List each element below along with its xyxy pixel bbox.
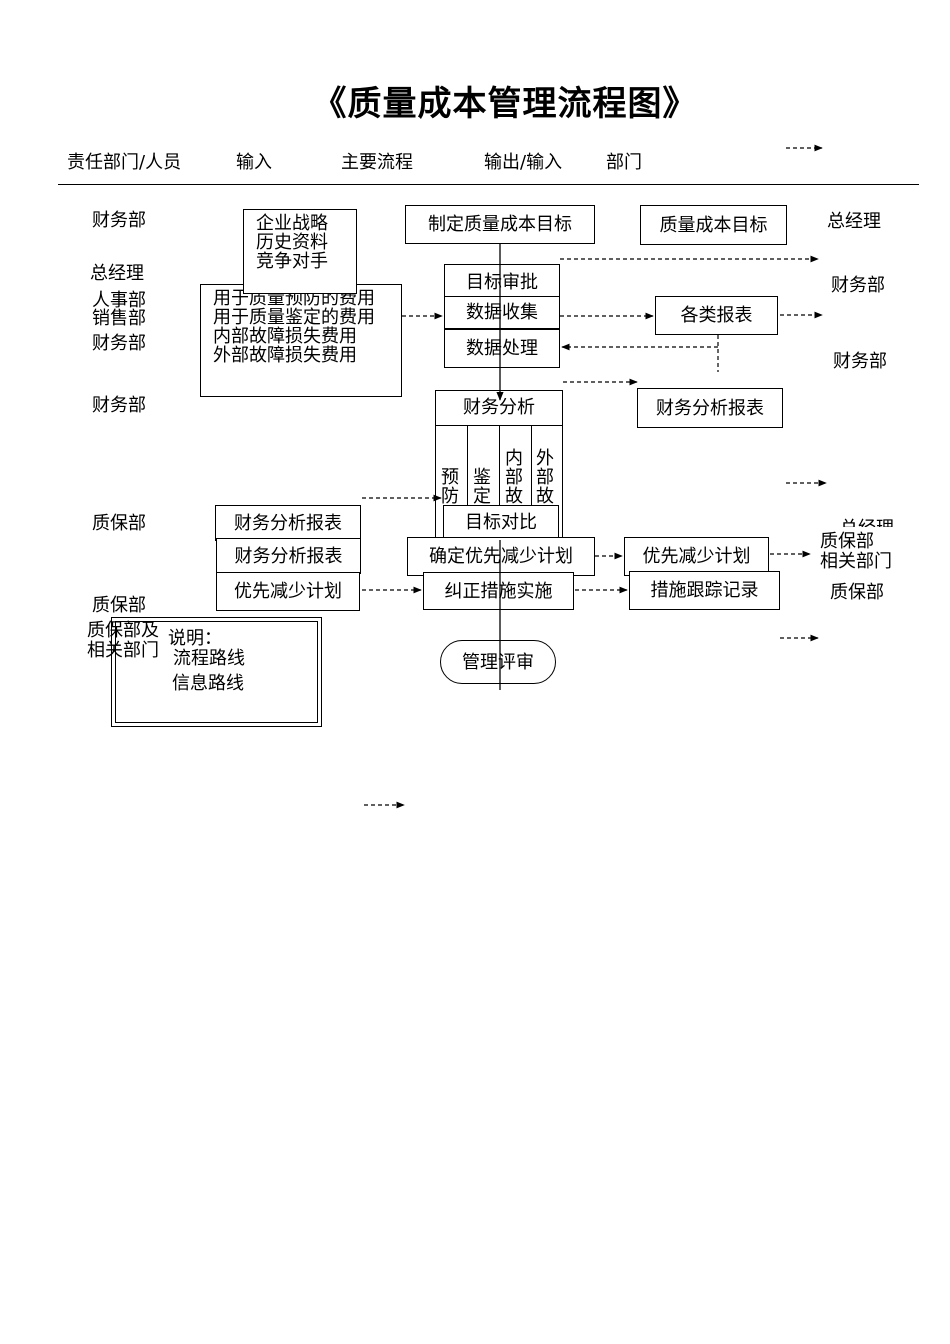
- header-flow: 主要流程: [341, 152, 413, 173]
- dept-finance-3: 财务部: [92, 395, 146, 416]
- right-dept-finance-1: 财务部: [831, 275, 885, 296]
- legend-box: [111, 617, 322, 727]
- col-external-failure: 外 部 故: [536, 448, 554, 507]
- dept-sales: 销售部: [92, 308, 146, 329]
- col-internal-failure: 内 部 故: [505, 448, 523, 507]
- strategy-inputs-box: 企业战略 历史资料 竞争对手: [243, 209, 357, 294]
- right-dept-gm: 总经理: [827, 211, 881, 232]
- step-correct: 纠正措施实施: [423, 572, 574, 610]
- dept-qa-related: 质保部及 相关部门: [87, 620, 159, 661]
- dept-finance-2: 财务部: [92, 333, 146, 354]
- right-dept-qa: 质保部: [830, 582, 884, 600]
- output-fin-report: 财务分析报表: [637, 388, 783, 428]
- header-divider: [58, 184, 919, 185]
- step-review: 管理评审: [440, 640, 556, 684]
- dept-finance-1: 财务部: [92, 210, 146, 231]
- dept-gm: 总经理: [90, 263, 144, 284]
- header-right-dept: 部门: [606, 152, 642, 173]
- right-dept-qa-related: 质保部 相关部门: [820, 531, 892, 572]
- step-set-target: 制定质量成本目标: [405, 205, 595, 244]
- legend-title: 说明：: [168, 628, 222, 649]
- col-prevention: 预 防: [441, 467, 459, 507]
- right-dept-gm-2: 总经理: [840, 518, 894, 527]
- output-reports: 各类报表: [655, 296, 778, 335]
- input-priority-plan: 优先减少计划: [216, 572, 360, 611]
- input-fin-report-2: 财务分析报表: [216, 538, 361, 574]
- header-dept: 责任部门/人员: [67, 152, 182, 173]
- output-target: 质量成本目标: [640, 205, 787, 245]
- right-dept-finance-2: 财务部: [833, 351, 887, 372]
- dept-qa-1: 质保部: [92, 513, 146, 534]
- legend-flow-route: 流程路线: [173, 648, 245, 669]
- output-track: 措施跟踪记录: [629, 571, 780, 610]
- step-priority: 确定优先减少计划: [407, 537, 595, 576]
- legend-info-route: 信息路线: [172, 673, 244, 694]
- step-analysis: 财务分析: [463, 397, 535, 418]
- col-appraisal: 鉴 定: [473, 467, 491, 507]
- step-process: 数据处理: [444, 329, 560, 368]
- step-collect: 数据收集: [444, 296, 560, 329]
- step-compare: 目标对比: [443, 505, 559, 539]
- dept-qa-2: 质保部: [92, 595, 146, 616]
- header-input: 输入: [236, 152, 272, 173]
- page-title: 《质量成本管理流程图》: [312, 84, 698, 124]
- dept-hr: 人事部: [92, 290, 146, 311]
- header-output: 输出/输入: [484, 152, 563, 173]
